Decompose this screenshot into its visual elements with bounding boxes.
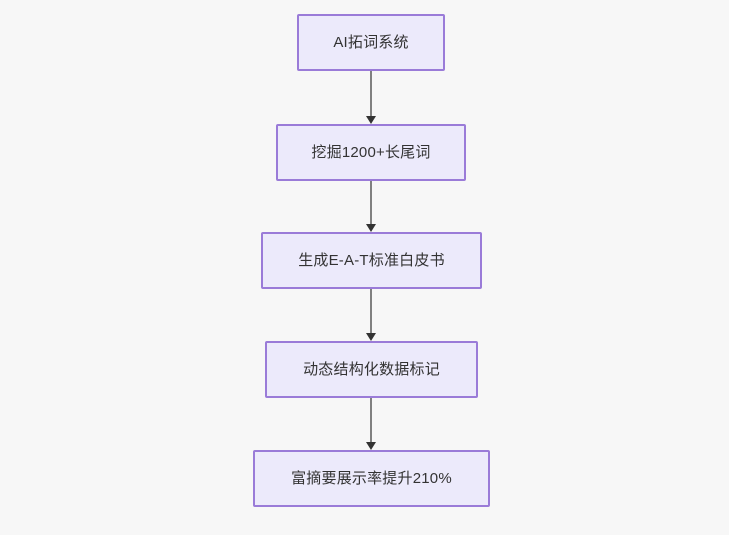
flow-node-label: 富摘要展示率提升210% bbox=[291, 469, 452, 487]
flow-node-dynamic-structured-data-markup[interactable]: 动态结构化数据标记 bbox=[265, 341, 478, 398]
flow-node-generate-eat-whitepaper[interactable]: 生成E-A-T标准白皮书 bbox=[261, 232, 482, 289]
flow-node-label: AI拓词系统 bbox=[333, 33, 409, 51]
flow-node-ai-keyword-system[interactable]: AI拓词系统 bbox=[297, 14, 445, 71]
flow-node-label: 动态结构化数据标记 bbox=[303, 360, 440, 378]
flow-node-rich-snippet-impression-lift[interactable]: 富摘要展示率提升210% bbox=[253, 450, 490, 507]
edge-n2-n3 bbox=[365, 181, 377, 232]
edge-n4-n5 bbox=[365, 398, 377, 450]
flow-node-label: 生成E-A-T标准白皮书 bbox=[298, 251, 445, 269]
flow-node-label: 挖掘1200+长尾词 bbox=[311, 143, 431, 161]
edge-n1-n2 bbox=[365, 71, 377, 124]
flow-node-mine-longtail-keywords[interactable]: 挖掘1200+长尾词 bbox=[276, 124, 466, 181]
edge-n3-n4 bbox=[365, 289, 377, 341]
